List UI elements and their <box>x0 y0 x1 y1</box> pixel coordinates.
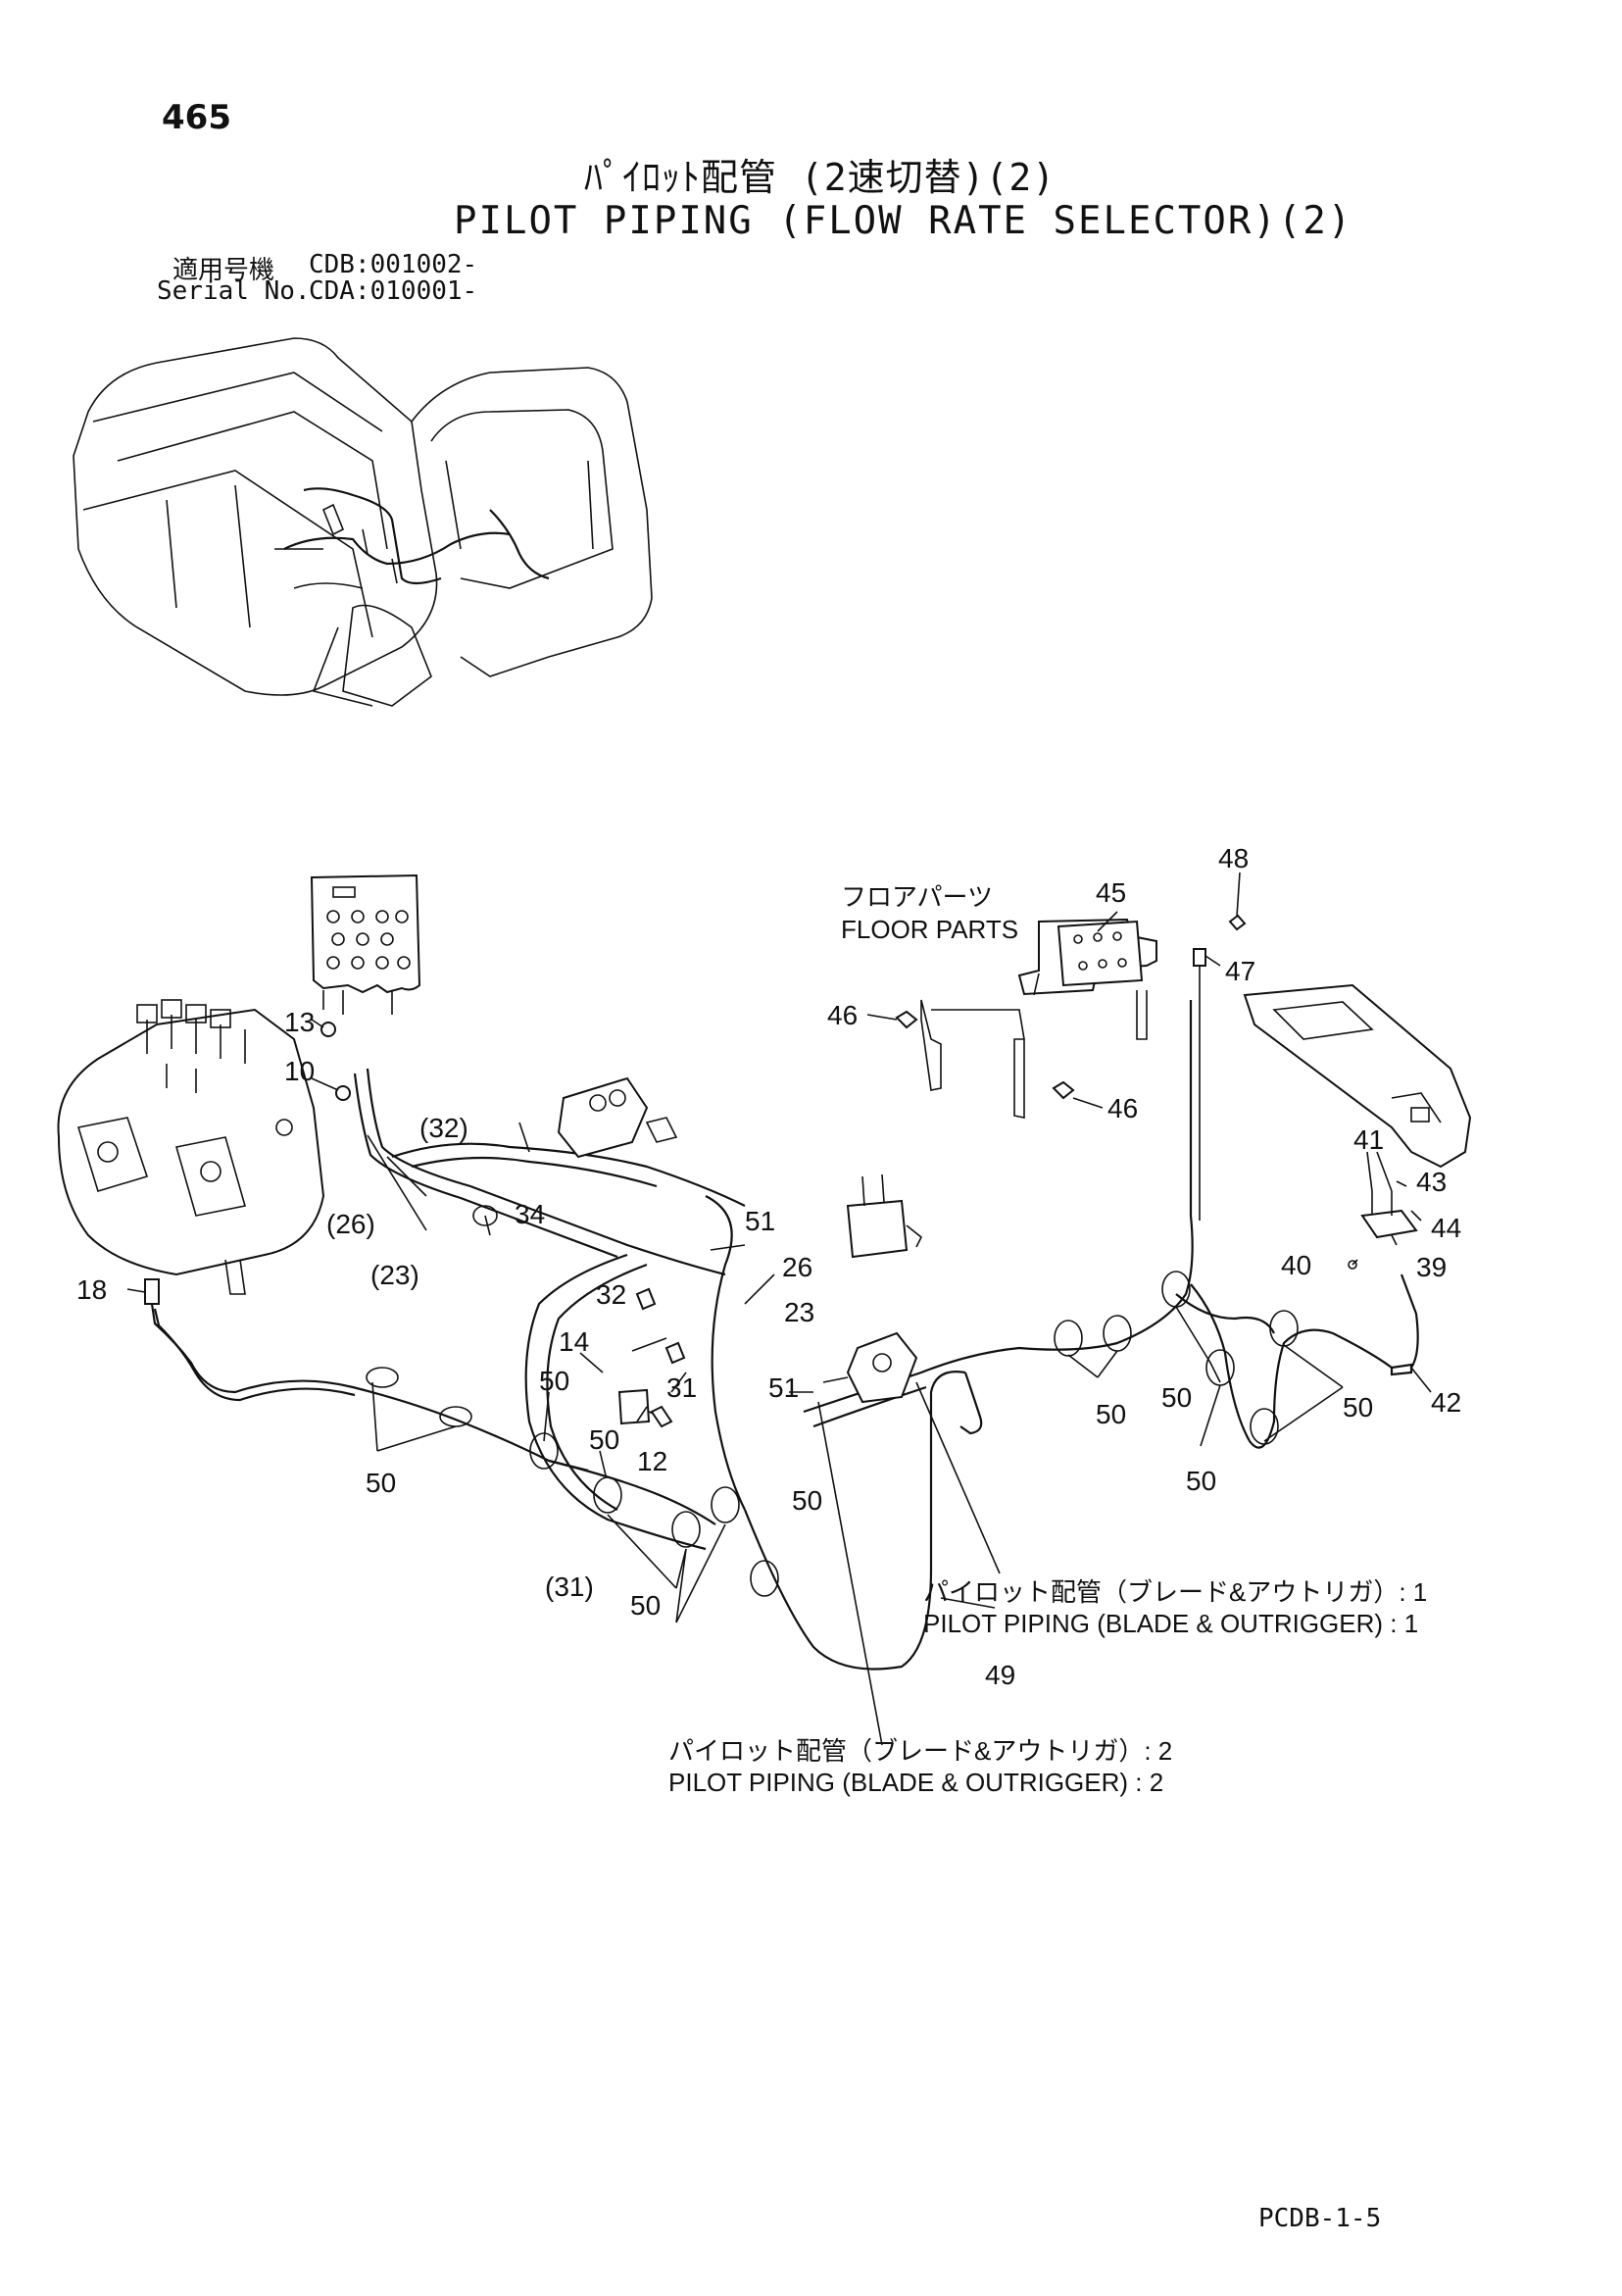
callout-23-paren: (23) <box>370 1260 419 1290</box>
armrest-console <box>1243 983 1472 1169</box>
callout-45: 45 <box>1096 877 1126 908</box>
callout-50: 50 <box>1161 1382 1192 1413</box>
callout-50: 50 <box>366 1468 396 1498</box>
callout-50: 50 <box>1186 1466 1216 1496</box>
callout-49: 49 <box>985 1660 1015 1690</box>
callout-23: 23 <box>784 1297 814 1327</box>
page-title-jp: ﾊﾟｲﾛｯﾄ配管 (2速切替)(2) <box>584 156 1057 199</box>
callout-10: 10 <box>284 1056 315 1086</box>
callout-50: 50 <box>1096 1399 1126 1429</box>
pipe-routing <box>57 873 1472 1671</box>
page-title-en: PILOT PIPING (FLOW RATE SELECTOR)(2) <box>454 199 1353 243</box>
callout-46: 46 <box>827 1000 858 1030</box>
callout-41: 41 <box>1353 1124 1384 1155</box>
callout-44: 44 <box>1431 1213 1461 1243</box>
callout-51: 51 <box>768 1373 799 1403</box>
callout-32-paren: (32) <box>419 1113 468 1143</box>
leader-lines <box>126 872 1432 1746</box>
callout-50: 50 <box>792 1485 822 1516</box>
blade-outrigger-1-label-jp: パイロット配管（ブレード&アウトリガ）: 1 <box>923 1577 1427 1607</box>
serial-value-en: CDA:010001- <box>309 276 478 306</box>
callout-47: 47 <box>1225 956 1255 986</box>
excavator-overview-illustration <box>73 337 653 707</box>
floor-parts-bracket <box>920 918 1157 1119</box>
callout-50: 50 <box>1343 1392 1373 1423</box>
fitting-13 <box>320 1022 336 1037</box>
callout-14: 14 <box>559 1326 589 1357</box>
callout-31-paren: (31) <box>545 1572 594 1602</box>
callout-50: 50 <box>539 1366 569 1396</box>
serial-label-jp: 適用号機 <box>172 256 275 285</box>
callout-48: 48 <box>1218 843 1249 873</box>
page-number: 465 <box>162 98 231 137</box>
callout-39: 39 <box>1416 1252 1447 1282</box>
annotation-labels: フロアパーツ FLOOR PARTS パイロット配管（ブレード&アウトリガ）: … <box>668 882 1427 1797</box>
blade-outrigger-1-label-en: PILOT PIPING (BLADE & OUTRIGGER) : 1 <box>923 1609 1418 1638</box>
solenoid-valve <box>846 1173 923 1259</box>
flow-rate-valve <box>822 1331 918 1404</box>
control-valve-assembly <box>57 999 325 1295</box>
callout-34: 34 <box>515 1199 545 1229</box>
callout-43: 43 <box>1416 1167 1447 1197</box>
callout-26-paren: (26) <box>326 1209 375 1239</box>
callout-50: 50 <box>630 1590 661 1621</box>
callout-31: 31 <box>666 1373 697 1403</box>
callout-51: 51 <box>745 1206 775 1236</box>
callout-42: 42 <box>1431 1387 1461 1418</box>
blade-outrigger-2-label-jp: パイロット配管（ブレード&アウトリガ）: 2 <box>668 1736 1172 1766</box>
serial-value-jp: CDB:001002- <box>309 250 478 279</box>
signal-control-valve <box>310 873 421 1015</box>
callout-32: 32 <box>596 1279 626 1310</box>
floor-parts-label-jp: フロアパーツ <box>841 882 993 912</box>
serial-label-en: Serial No. <box>157 276 311 306</box>
part-callouts: 48 45 47 46 46 13 10 (32) 34 51 (26) (23… <box>76 843 1461 1690</box>
callout-46: 46 <box>1107 1093 1138 1123</box>
floor-parts-label-en: FLOOR PARTS <box>841 915 1018 944</box>
callout-18: 18 <box>76 1274 107 1305</box>
selector-valve <box>557 1076 678 1159</box>
blade-outrigger-2-label-en: PILOT PIPING (BLADE & OUTRIGGER) : 2 <box>668 1768 1163 1797</box>
page-code: PCDB-1-5 <box>1258 2204 1382 2233</box>
callout-50: 50 <box>589 1424 619 1455</box>
callout-12: 12 <box>637 1446 667 1476</box>
callout-26: 26 <box>782 1252 812 1282</box>
callout-40: 40 <box>1281 1250 1311 1280</box>
callout-13: 13 <box>284 1007 315 1037</box>
